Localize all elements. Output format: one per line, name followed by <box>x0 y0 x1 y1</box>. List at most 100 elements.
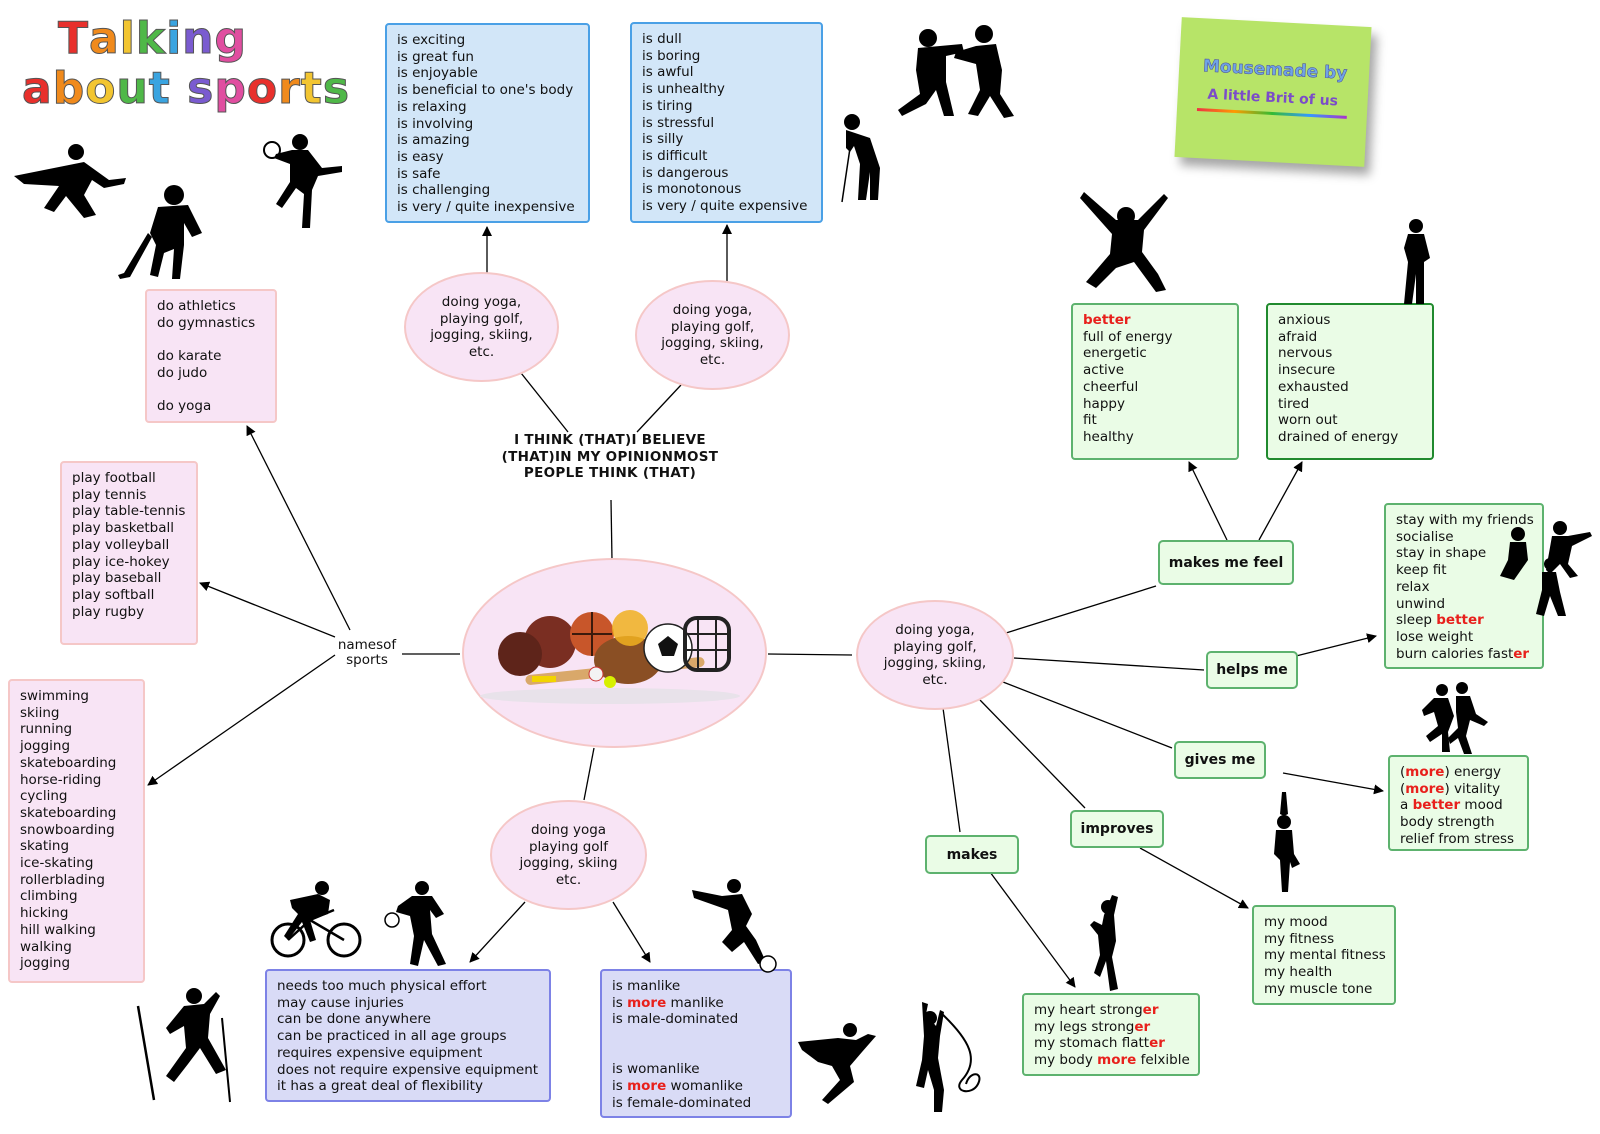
ice-skater-silhouette-icon <box>798 1023 876 1104</box>
title-letter: t <box>300 63 323 114</box>
list-item: worn out <box>1278 412 1338 429</box>
list-item: happy <box>1083 396 1227 413</box>
highlight-word: better <box>1436 612 1484 629</box>
list-item: hill walking <box>20 921 96 938</box>
list-item: play volleyball <box>72 536 170 553</box>
list-item: doing yoga <box>530 822 607 838</box>
list-item: running <box>20 721 73 738</box>
list-item: doing yoga, <box>895 622 975 638</box>
list-item: play ice-hokey <box>72 553 170 570</box>
highlight-word: more <box>627 1078 667 1095</box>
list-item: snowboarding <box>20 821 115 838</box>
opinion-phrases: I THINK (THAT)I BELIEVE (THAT)IN MY OPIN… <box>480 432 740 482</box>
list-item: exhausted <box>1278 378 1349 395</box>
list-text: lose weight <box>1396 628 1474 645</box>
list-item <box>157 382 265 399</box>
list-text: a <box>1400 797 1413 814</box>
list-item: is more manlike <box>612 995 780 1012</box>
list-text: full of energy <box>1083 328 1173 345</box>
title-letter: a <box>22 63 53 114</box>
list-text: is female-dominated <box>612 1094 752 1111</box>
list-item: do karate <box>157 348 222 365</box>
list-item: is very / quite expensive <box>642 198 808 215</box>
list-item: is great fun <box>397 48 474 65</box>
list-item: my stomach flatter <box>1034 1035 1188 1052</box>
list-item: play tennis <box>72 486 147 503</box>
list-item: etc. <box>699 351 726 368</box>
list-item: my mood <box>1264 914 1328 930</box>
list-item: do yoga <box>157 398 212 415</box>
standing-woman-silhouette-icon <box>1404 219 1430 304</box>
basketball-player-silhouette-icon <box>384 881 446 966</box>
list-item: my fitness <box>1264 930 1335 947</box>
list-item: better <box>1083 312 1227 329</box>
list-item: jogging, skiing, <box>883 655 987 671</box>
tag-improves: improves <box>1070 810 1164 848</box>
list-item: afraid <box>1278 328 1318 345</box>
list-text: body strength <box>1400 814 1495 831</box>
list-item: is awful <box>642 64 694 81</box>
list-item: my body more felxible <box>1034 1052 1190 1069</box>
list-text: mood <box>1460 797 1503 814</box>
list-item: needs too much physical effort <box>277 978 487 994</box>
title-letter <box>171 64 187 114</box>
list-item: my mental fitness <box>1264 947 1386 964</box>
list-item: skating <box>20 838 70 855</box>
list-item: is beneficial to one's body <box>397 82 574 99</box>
highlight-word: more <box>1405 780 1445 797</box>
list-item: is easy <box>397 148 444 165</box>
list-text: is <box>612 994 628 1011</box>
list-item: it has a great deal of flexibility <box>277 1078 483 1095</box>
title-letter: i <box>166 13 183 64</box>
list-text: my legs strong <box>1034 1018 1135 1035</box>
list-item: can be practiced in all age groups <box>277 1028 507 1045</box>
title-line-2: about sports <box>22 63 351 114</box>
title-letter: l <box>119 13 136 64</box>
list-item: unwind <box>1396 596 1532 613</box>
list-item: lose weight <box>1396 629 1532 646</box>
list-item: etc. <box>922 671 948 688</box>
list-item: nervous <box>1278 345 1333 362</box>
title-letter: s <box>322 63 351 114</box>
title-letter: k <box>135 13 167 64</box>
list-item: is dangerous <box>642 164 729 181</box>
soccer-player-silhouette-icon <box>692 879 777 973</box>
list-item: stay in shape <box>1396 545 1532 562</box>
list-item: is exciting <box>397 32 466 48</box>
list-text: my heart strong <box>1034 1002 1143 1018</box>
list-text: my body <box>1034 1052 1098 1069</box>
list-item: a better mood <box>1400 797 1517 814</box>
title-letter: g <box>214 13 247 64</box>
list-text: happy <box>1083 395 1125 412</box>
highlight-word: er <box>1513 645 1530 662</box>
list-text: womanlike <box>666 1078 743 1095</box>
list-item: horse-riding <box>20 771 102 788</box>
list-item: skiing <box>20 704 60 721</box>
list-item: socialise <box>1396 529 1532 546</box>
list-item <box>612 1028 780 1045</box>
cyclist-silhouette-icon <box>270 881 362 958</box>
title-letter: b <box>52 63 86 114</box>
list-item: my muscle tone <box>1264 980 1373 997</box>
karate-silhouette-icon <box>14 144 126 218</box>
list-item: play football <box>72 470 156 486</box>
title-letter: p <box>214 63 247 114</box>
highlight-word: better <box>1083 312 1131 328</box>
list-item: body strength <box>1400 814 1517 831</box>
list-item: play rugby <box>72 603 145 620</box>
list-item: is enjoyable <box>397 65 478 82</box>
list-item: playing golf, <box>670 318 755 335</box>
list-text: ( <box>1400 780 1406 797</box>
list-text: energetic <box>1083 345 1147 362</box>
hockey-player-silhouette-icon <box>118 185 202 279</box>
highlight-word: better <box>1412 797 1461 814</box>
title-letter: r <box>278 63 301 114</box>
